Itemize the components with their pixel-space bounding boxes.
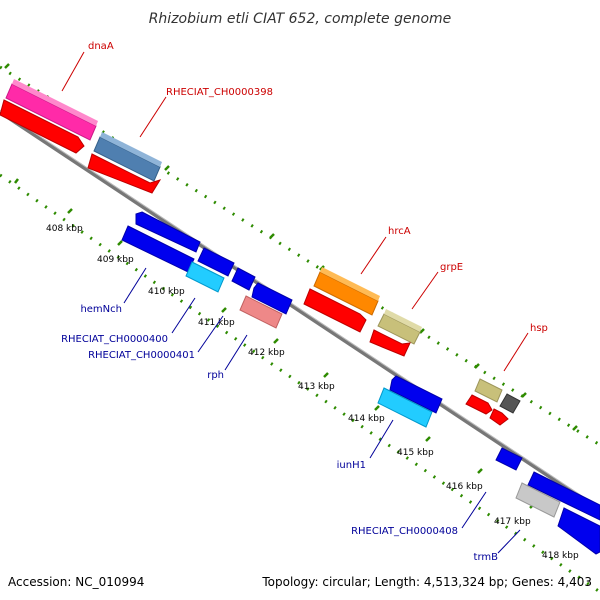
gene-ch408[interactable] [515, 482, 561, 518]
leader-lines-red [61, 51, 529, 372]
gene-hsp[interactable] [474, 378, 503, 403]
gene-blue-3[interactable] [231, 267, 256, 291]
scale-label: 416 kbp [446, 482, 483, 492]
label-iunH1: iunH1 [337, 460, 366, 471]
label-dnaA: dnaA [88, 41, 114, 52]
genome-backbone [0, 110, 600, 512]
scale-label: 408 kbp [46, 224, 83, 234]
gene-trmB[interactable] [557, 507, 600, 555]
label-trmB: trmB [474, 552, 499, 563]
gene-dnaA[interactable] [5, 79, 98, 141]
scale-label: 413 kbp [298, 382, 335, 392]
gene-blue-1[interactable] [135, 211, 201, 253]
label-ch398: RHECIAT_CH0000398 [166, 87, 273, 98]
gene-blue-6[interactable] [527, 471, 600, 521]
gene-iunH1[interactable] [377, 387, 433, 428]
scale-label: 411 kbp [198, 318, 235, 328]
scale-labels: 408 kbp 409 kbp 410 kbp 411 kbp 412 kbp … [46, 224, 579, 561]
label-grpE: grpE [440, 262, 463, 273]
label-ch408: RHECIAT_CH0000408 [351, 526, 458, 537]
scale-label: 412 kbp [248, 348, 285, 358]
gene-darkgray[interactable] [499, 393, 521, 414]
gene-red-4[interactable] [369, 329, 411, 357]
scale-label: 417 kbp [494, 517, 531, 527]
label-hemNch: hemNch [80, 304, 122, 315]
genome-title: Rhizobium etli CIAT 652, complete genome [149, 11, 452, 27]
gene-ch400[interactable] [185, 261, 225, 293]
gene-red-2[interactable] [87, 153, 162, 194]
label-hrcA: hrcA [388, 226, 411, 237]
gene-grpE[interactable] [377, 309, 422, 345]
label-rph: rph [207, 370, 224, 381]
label-hsp: hsp [530, 323, 548, 334]
scale-label: 410 kbp [148, 287, 185, 297]
inner-dotted-track [0, 173, 600, 594]
gene-red-3[interactable] [303, 288, 367, 333]
gene-red-5[interactable] [465, 394, 493, 415]
gene-blue-4[interactable] [389, 375, 443, 414]
gene-ch401[interactable] [251, 282, 293, 315]
genome-stats-text: Topology: circular; Length: 4,513,324 bp… [261, 575, 592, 589]
accession-text: Accession: NC_010994 [8, 575, 144, 589]
gene-red-6[interactable] [489, 408, 509, 426]
gene-rph[interactable] [239, 295, 283, 329]
scale-label: 415 kbp [397, 448, 434, 458]
outer-ticks [4, 63, 578, 431]
scale-label: 409 kbp [97, 255, 134, 265]
label-ch401: RHECIAT_CH0000401 [88, 350, 195, 361]
gene-hrcA[interactable] [313, 267, 380, 316]
scale-label: 418 kbp [542, 551, 579, 561]
genome-backbone-highlight [0, 109, 600, 509]
gene-ch398[interactable] [93, 132, 162, 182]
gene-blue-2[interactable] [197, 247, 235, 277]
leader-lines-blue [123, 267, 521, 554]
scale-label: 414 kbp [348, 414, 385, 424]
gene-blue-5[interactable] [495, 447, 523, 471]
gene-red-1[interactable] [0, 99, 85, 154]
label-ch400: RHECIAT_CH0000400 [61, 334, 168, 345]
